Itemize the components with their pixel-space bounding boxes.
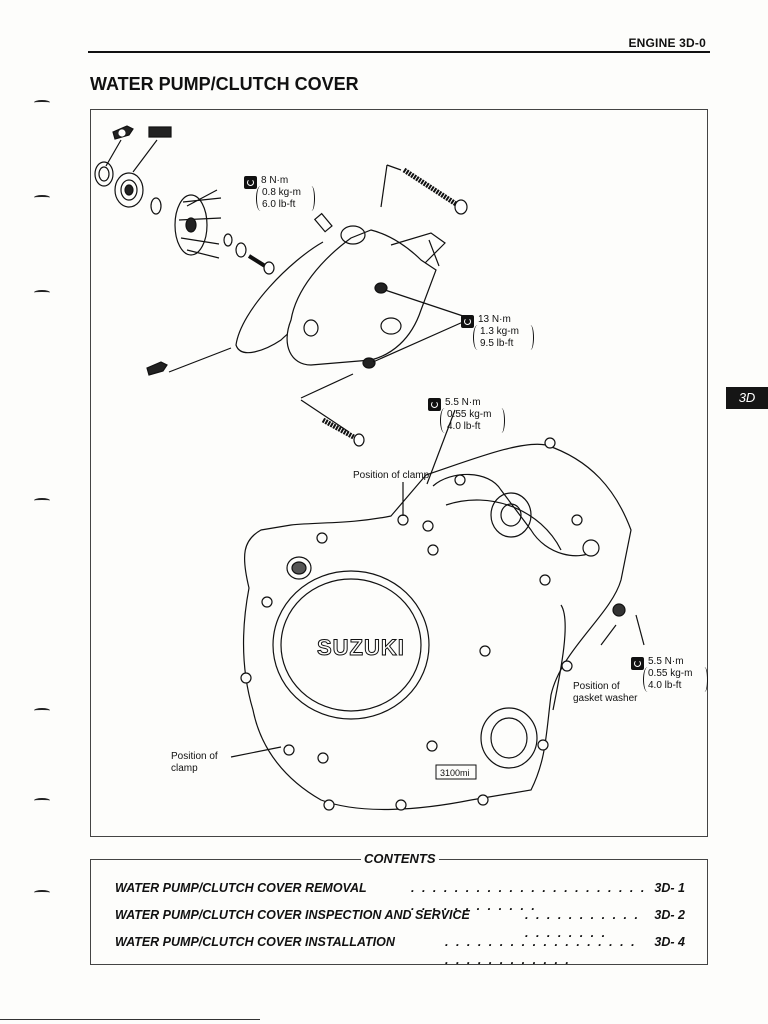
margin-mark — [34, 890, 50, 895]
torque-kgm: 0.55 kg-m — [648, 668, 693, 679]
toc-item-page[interactable]: 3D- 2 — [654, 908, 685, 922]
margin-mark — [34, 498, 50, 503]
brand-logo: SUZUKI — [317, 635, 405, 660]
margin-mark — [34, 798, 50, 803]
impeller — [174, 189, 222, 259]
diagram-drawing: SUZUKI 3100mi — [94, 125, 645, 811]
toc-item-page[interactable]: 3D- 1 — [654, 881, 685, 895]
label-gasket-1: Position of — [573, 681, 620, 692]
torque-nm: 5.5 N·m — [648, 656, 684, 667]
bracket-left — [643, 667, 652, 692]
label-clamp-left-1: Position of — [171, 751, 218, 762]
contents-title: CONTENTS — [327, 851, 472, 866]
contents-box: CONTENTS WATER PUMP/CLUTCH COVER REMOVAL… — [90, 851, 708, 967]
toc-item-page[interactable]: 3D- 4 — [654, 935, 685, 949]
bracket-right — [498, 408, 505, 433]
header-rule — [88, 51, 710, 53]
torque-nm: 13 N·m — [478, 314, 511, 325]
toc-item-title[interactable]: WATER PUMP/CLUTCH COVER INSPECTION AND S… — [115, 908, 470, 922]
section-tab: 3D — [726, 387, 768, 409]
torque-spec-4: 5.5 N·m 0.55 kg-m 4.0 lb-ft — [631, 656, 709, 696]
footer-rule — [0, 1019, 260, 1020]
water-pump-cover — [286, 225, 446, 369]
cover-bolts — [240, 437, 626, 811]
torque-wrench-icon — [631, 657, 644, 670]
torque-lbft: 6.0 lb-ft — [262, 199, 296, 210]
torque-lbft: 4.0 lb-ft — [447, 421, 481, 432]
odometer-stamp: 3100mi — [440, 768, 470, 778]
torque-lbft: 9.5 lb-ft — [480, 338, 514, 349]
torque-kgm: 1.3 kg-m — [480, 326, 519, 337]
bracket-left — [440, 408, 449, 433]
torque-kgm: 0.8 kg-m — [262, 187, 301, 198]
margin-mark — [34, 195, 50, 200]
thread-lock-icon — [148, 126, 172, 138]
toc-item-title[interactable]: WATER PUMP/CLUTCH COVER INSTALLATION — [115, 935, 395, 949]
torque-spec-1: 8 N·m 0.8 kg-m 6.0 lb-ft — [244, 175, 344, 215]
margin-mark — [34, 708, 50, 713]
toc-leader: . . . . . . . . . . . . . . . . . . . — [525, 908, 640, 940]
toc-leader: . . . . . . . . . . . . . . . . . . . . … — [445, 935, 637, 967]
clutch-cover — [242, 443, 632, 811]
grease-a-icon — [146, 361, 168, 376]
exploded-diagram: SUZUKI 3100mi 8 N·m 0.8 kg-m 6.0 lb-ft 1… — [90, 109, 708, 837]
torque-wrench-icon — [428, 398, 441, 411]
margin-mark — [34, 100, 50, 105]
bracket-right — [527, 325, 534, 350]
torque-nm: 5.5 N·m — [445, 397, 481, 408]
toc-item[interactable]: WATER PUMP/CLUTCH COVER INSTALLATION . .… — [115, 933, 685, 967]
bracket-left — [256, 186, 265, 211]
header-label: ENGINE 3D-0 — [628, 36, 706, 50]
label-clamp-left-2: clamp — [171, 763, 198, 774]
page-title: WATER PUMP/CLUTCH COVER — [90, 74, 359, 94]
grease-a-icon — [112, 125, 134, 140]
label-gasket-2: gasket washer — [573, 693, 638, 704]
torque-spec-3: 5.5 N·m 0.55 kg-m 4.0 lb-ft — [428, 397, 528, 437]
toc-item[interactable]: WATER PUMP/CLUTCH COVER INSPECTION AND S… — [115, 906, 685, 940]
toc-item[interactable]: WATER PUMP/CLUTCH COVER REMOVAL . . . . … — [115, 879, 685, 913]
torque-kgm: 0.55 kg-m — [447, 409, 492, 420]
torque-wrench-icon — [461, 315, 474, 328]
bracket-right — [701, 667, 708, 692]
torque-spec-2: 13 N·m 1.3 kg-m 9.5 lb-ft — [461, 314, 561, 354]
bracket-left — [473, 325, 482, 350]
toc-leader: . . . . . . . . . . . . . . . . . . . . … — [411, 881, 647, 913]
label-clamp-top: Position of clamp — [353, 470, 430, 481]
bracket-right — [308, 186, 315, 211]
torque-wrench-icon — [244, 176, 257, 189]
margin-mark — [34, 290, 50, 295]
torque-lbft: 4.0 lb-ft — [648, 680, 682, 691]
toc-item-title[interactable]: WATER PUMP/CLUTCH COVER REMOVAL — [115, 881, 367, 895]
torque-nm: 8 N·m — [261, 175, 289, 186]
